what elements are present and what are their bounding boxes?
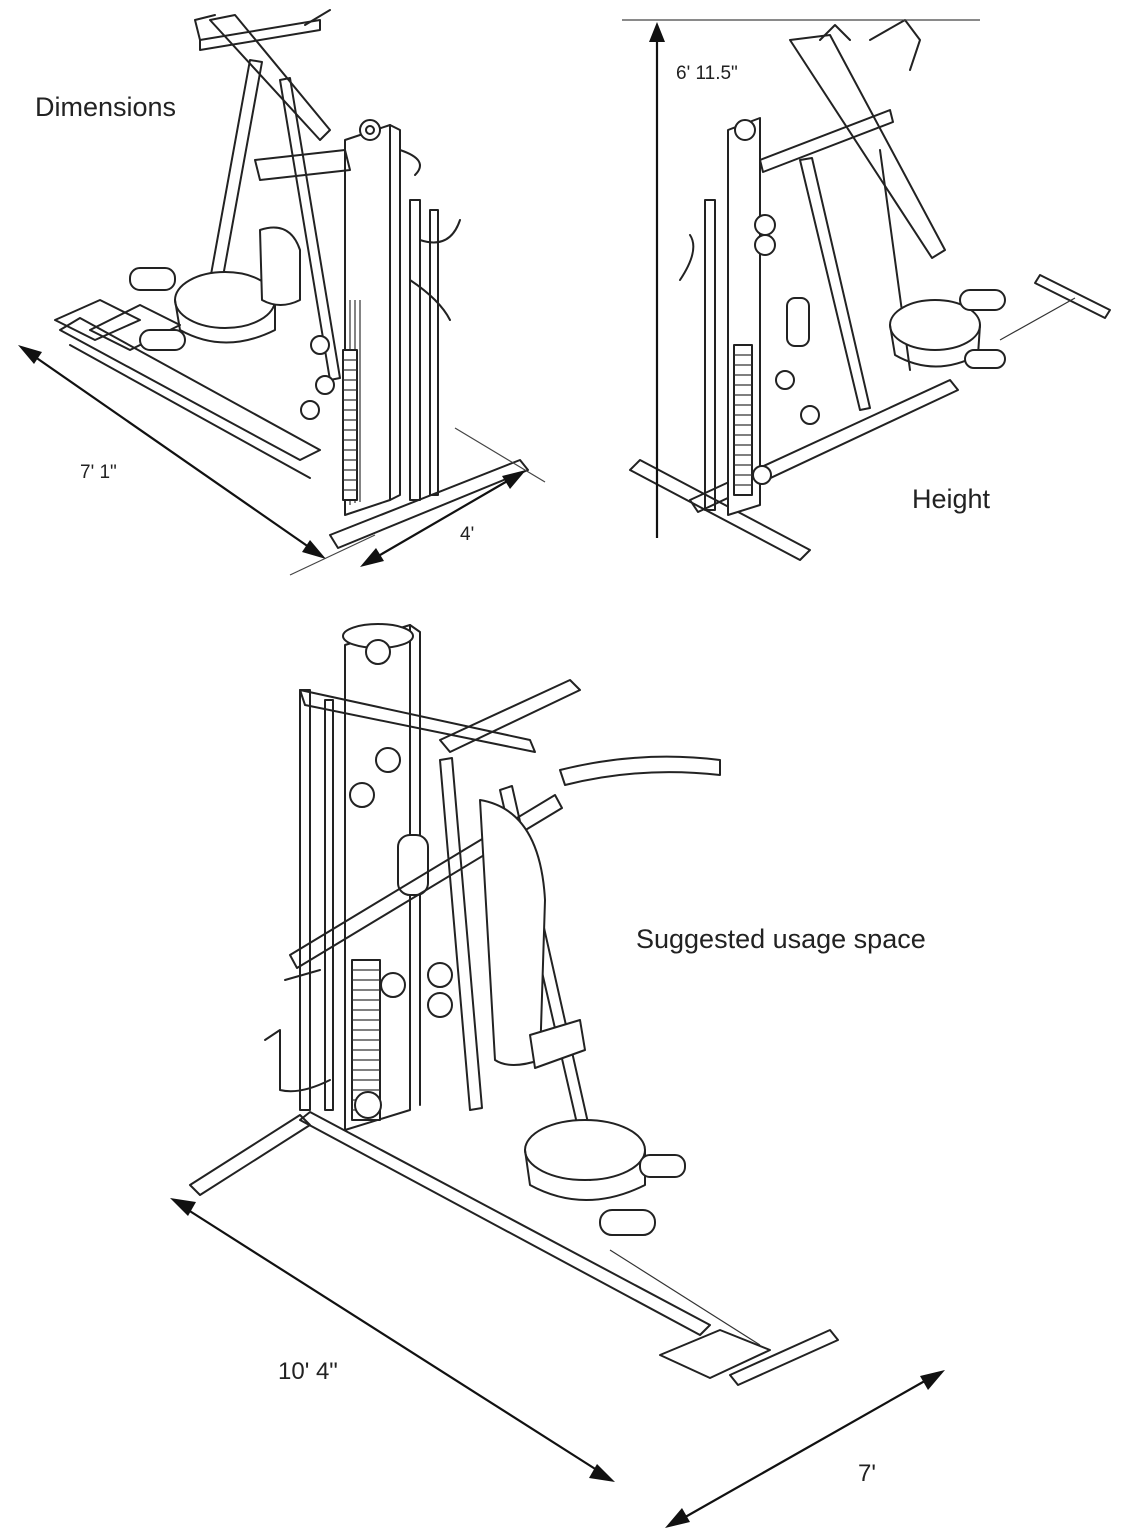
home-gym-illustration-dimensions [54,9,529,549]
usage-length-label: 10' 4" [278,1358,338,1385]
height-view-title: Height [912,484,991,514]
arrowhead [360,548,384,567]
home-gym-illustration-height [629,19,1111,561]
dimensions-view-title: Dimensions [35,92,177,122]
dimension-lines-view-3 [170,1198,945,1528]
arrowhead [920,1370,945,1390]
arrowhead [665,1508,690,1528]
arrowhead [170,1198,196,1216]
arrowhead [502,470,526,489]
arrowhead [589,1464,615,1482]
dimension-lines-view-1 [18,345,546,576]
dimension-lines-view-2 [622,19,980,538]
usage-space-title: Suggested usage space [636,924,926,954]
usage-width-label: 7' [858,1460,876,1487]
arrowhead [18,345,42,364]
height-value-label: 6' 11.5" [676,63,738,84]
dimensions-length-label: 7' 1" [80,462,117,483]
arrowhead [649,22,665,42]
home-gym-illustration-usage [189,623,839,1386]
dimensions-width-label: 4' [460,524,475,545]
arrowhead [302,540,326,559]
